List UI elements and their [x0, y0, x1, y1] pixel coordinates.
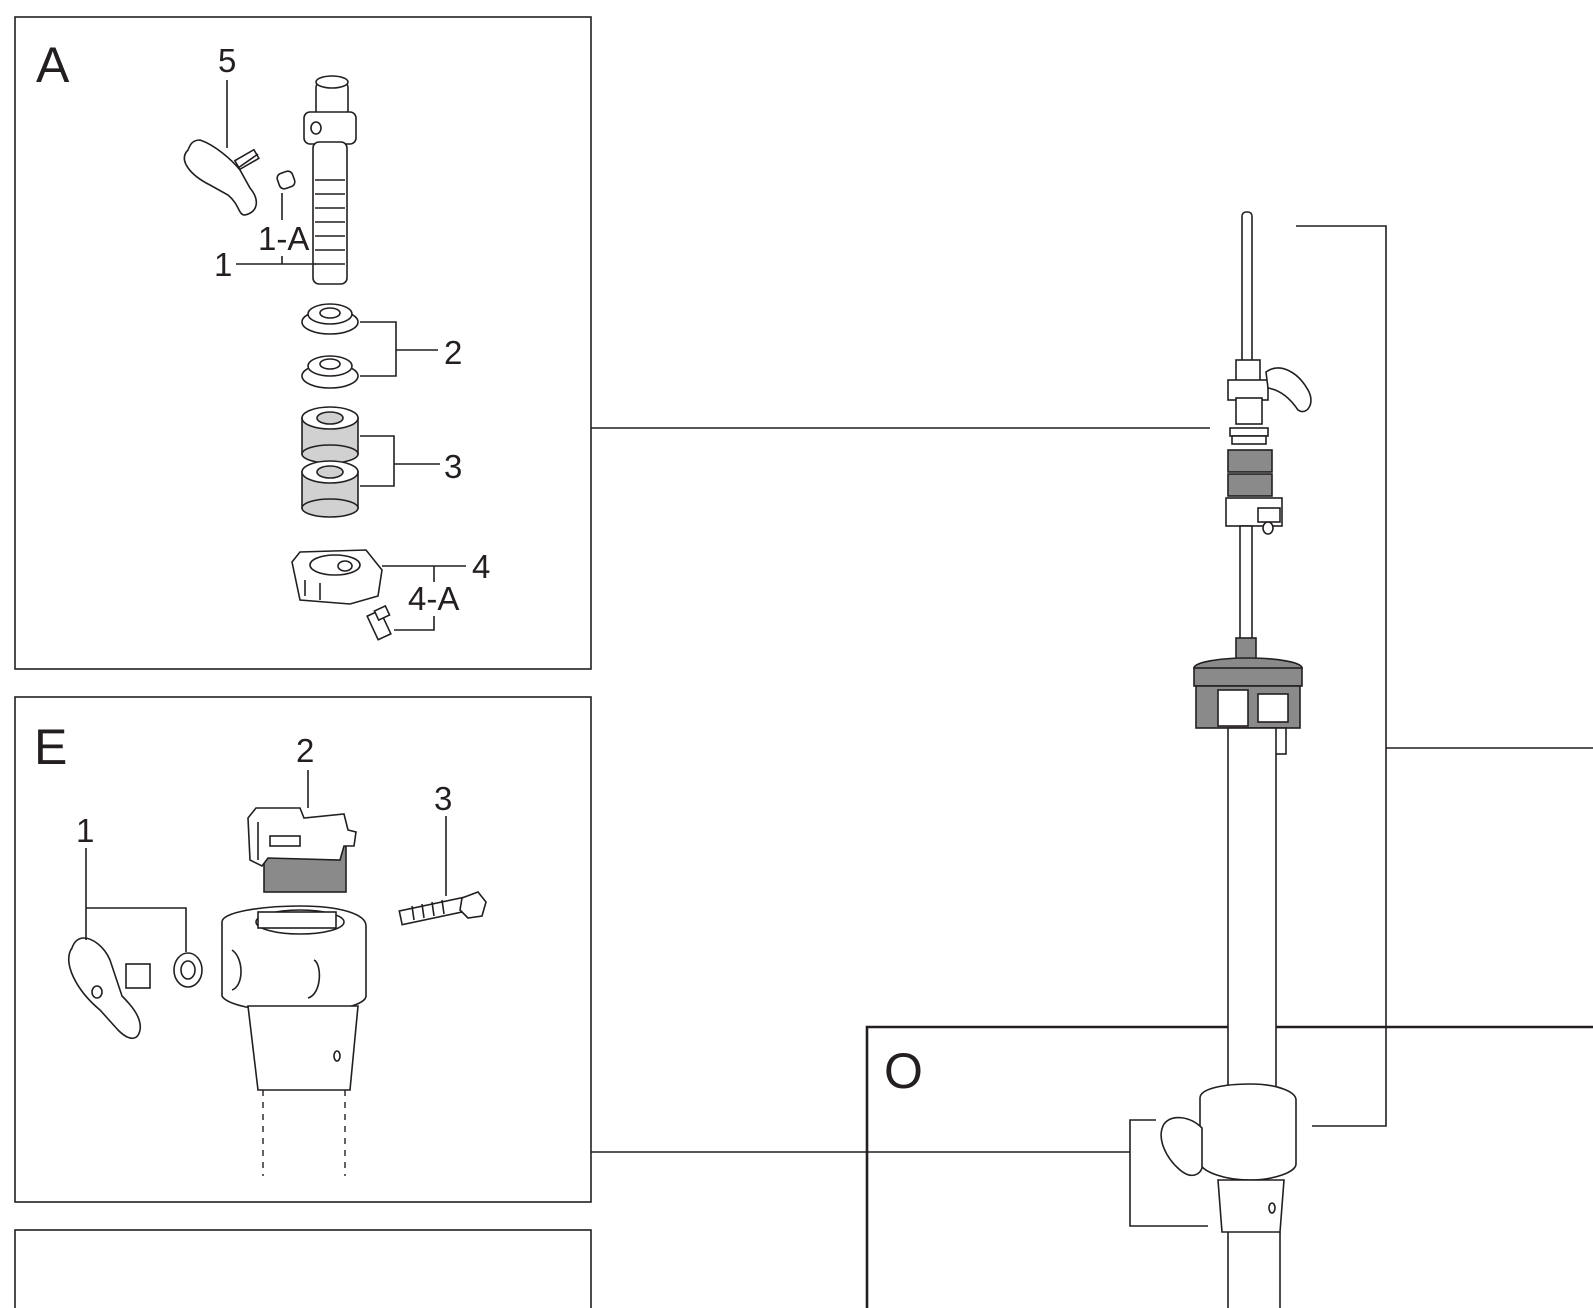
panel-e: E [14, 696, 592, 1203]
panel-e-letter: E [34, 719, 67, 775]
hihat-stand-assembly [1160, 211, 1312, 1308]
clamp-bolt-part [366, 604, 392, 641]
callout-a-1a: 1-A [258, 220, 309, 257]
assembly-leaders [591, 225, 1593, 1227]
nut-upper-part [301, 303, 359, 335]
rod-felt-upper [1227, 449, 1273, 473]
callout-a-5: 5 [218, 42, 236, 79]
nut-lower-part [301, 355, 359, 389]
callout-a-3: 3 [444, 448, 462, 485]
panel-next-frame [14, 1229, 592, 1308]
bracket-body-part [221, 905, 367, 1091]
pull-rod-top [1241, 211, 1253, 375]
callout-a-4: 4 [472, 548, 490, 585]
tube-cap-part [1193, 657, 1303, 755]
cup-clamp-part [291, 549, 383, 605]
upper-rod-part [303, 75, 357, 285]
upper-tube [1227, 727, 1277, 1089]
washer-part [173, 952, 203, 988]
felt-lower-part [301, 460, 359, 518]
rod-clamp-part [1225, 497, 1283, 535]
panel-a-frame [14, 16, 592, 670]
pull-rod-lower [1239, 525, 1253, 645]
panel-a-leaders [226, 80, 466, 631]
lock-collar-part [247, 807, 357, 893]
callout-a-2: 2 [444, 334, 462, 371]
callout-e-2: 2 [296, 732, 314, 769]
callout-e-3: 3 [434, 780, 452, 817]
leader-right-bracket [1296, 225, 1387, 1127]
rod-felt-lower [1227, 473, 1273, 497]
felt-upper-part [301, 406, 359, 464]
set-screw-part [276, 170, 296, 190]
hex-bolt-part [398, 891, 487, 926]
stand-bracket-part [1160, 1083, 1297, 1233]
panel-o: O [865, 1025, 1593, 1308]
wing-bolt-part [183, 139, 260, 216]
panel-a-letter: A [36, 37, 70, 93]
leader-bracket [1129, 1119, 1208, 1227]
panel-o-frame [865, 1025, 1593, 1308]
wing-nut-part [67, 937, 151, 1040]
callout-a-4a: 4-A [408, 580, 459, 617]
panel-e-leaders [85, 770, 447, 952]
top-clutch-part [1227, 359, 1312, 445]
callout-a-1: 1 [214, 246, 232, 283]
panel-e-frame [14, 696, 592, 1203]
callout-e-1: 1 [76, 812, 94, 849]
panel-o-letter: O [884, 1043, 923, 1099]
panel-a: A [14, 16, 592, 670]
